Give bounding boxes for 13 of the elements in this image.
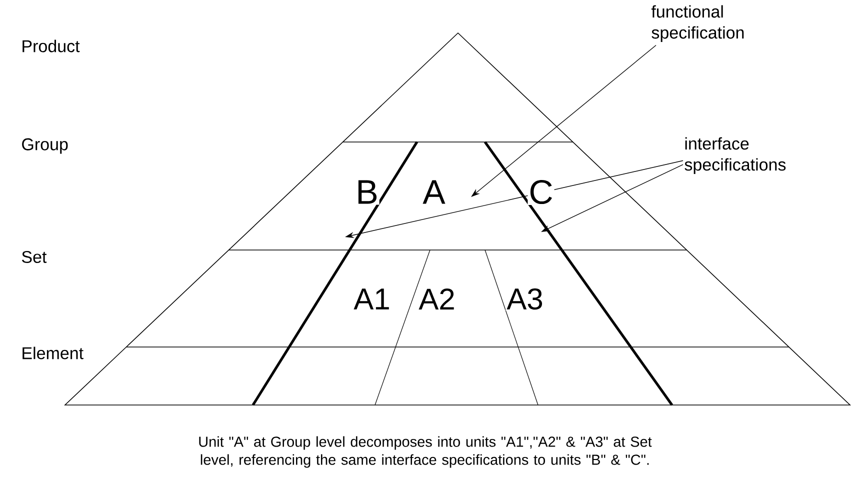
unit-label: A1 xyxy=(352,288,392,310)
annotation-text: functional specification xyxy=(651,5,744,42)
unit-label: B xyxy=(354,179,380,205)
caption-text: Unit "A" at Group level decomposes into units "A1","A2" & "A3" at Set level, referencing the same interface specifications to units "B" & "C". xyxy=(199,436,652,468)
unit-label: A2 xyxy=(418,288,456,310)
level-label: Set xyxy=(20,250,48,264)
level-label: Element xyxy=(20,346,85,360)
unit-label: C xyxy=(528,178,554,206)
level-label: Product xyxy=(20,38,81,54)
level-label: Group xyxy=(20,137,70,155)
unit-label: A xyxy=(422,179,446,205)
unit-label: A3 xyxy=(506,287,544,311)
annotation-text: interface specifications xyxy=(684,137,786,174)
